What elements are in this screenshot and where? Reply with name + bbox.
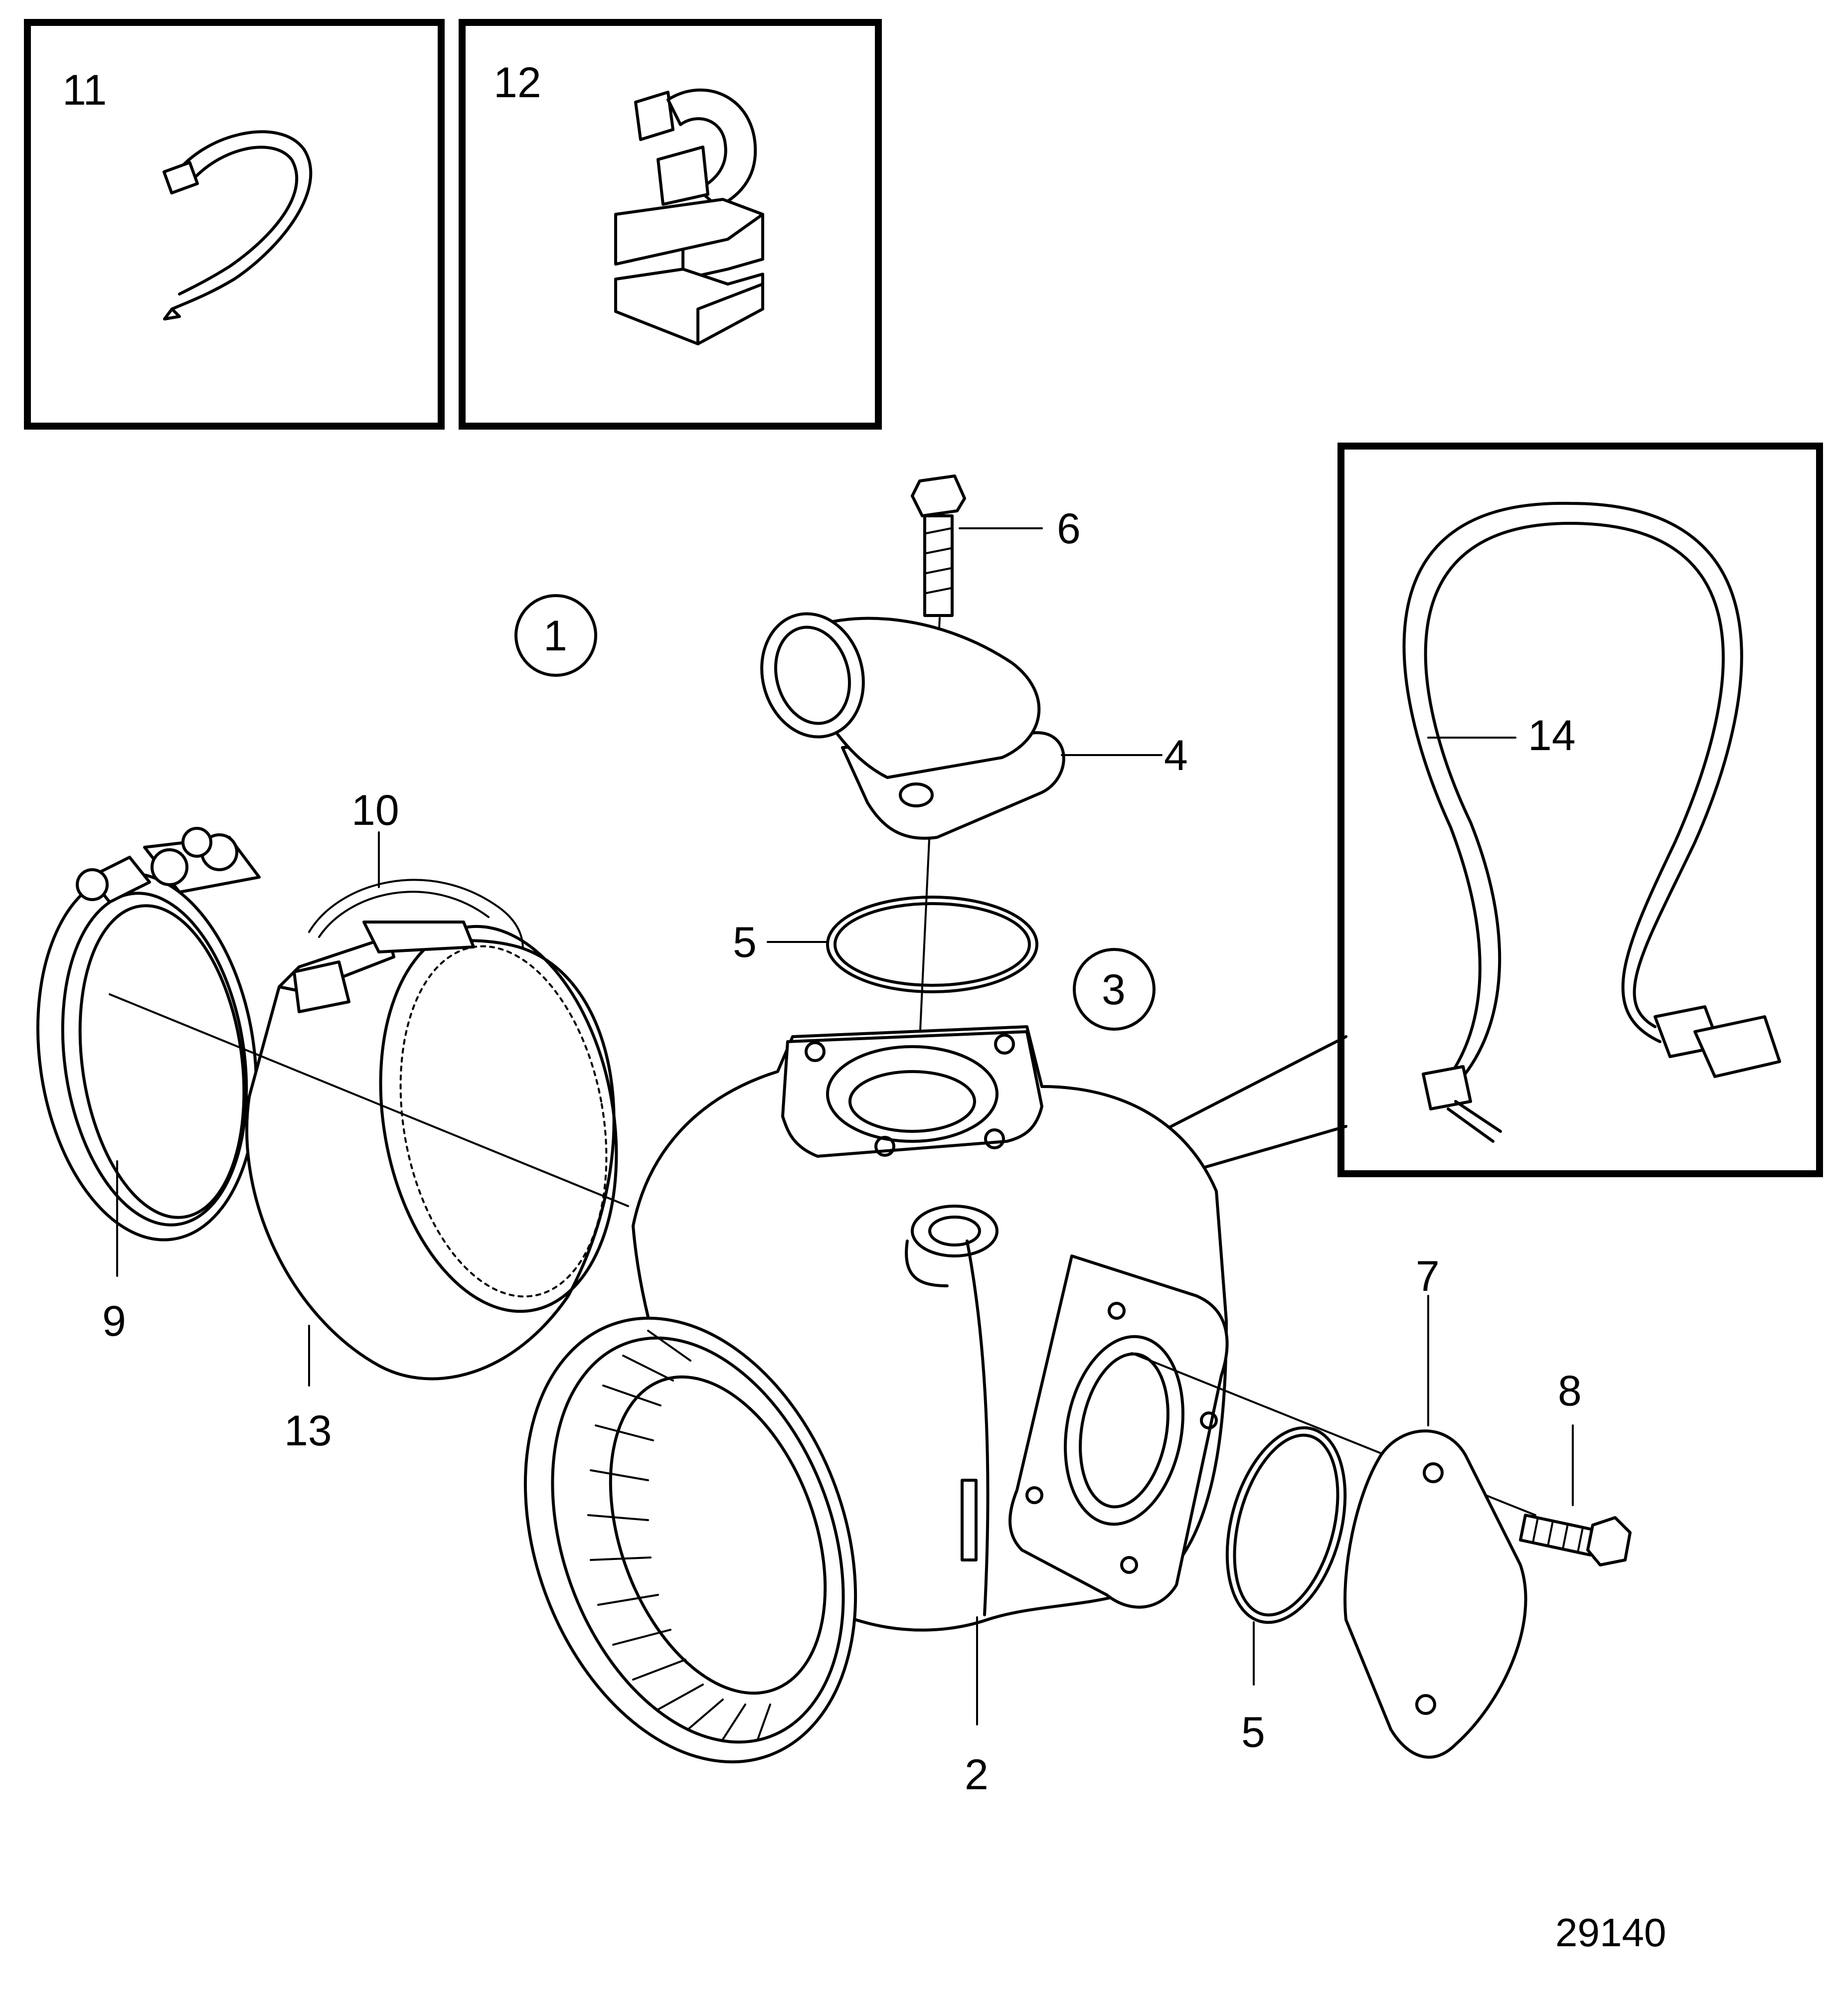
callout-10: 10	[351, 786, 399, 834]
callout-5-top: 5	[733, 919, 757, 966]
callout-6: 6	[1057, 505, 1081, 553]
inset-cable-clip: 12	[459, 19, 882, 430]
drawing-number: 29140	[1555, 1910, 1666, 1955]
sensor-cable-icon	[1402, 501, 1781, 1143]
callout-14: 14	[1528, 712, 1576, 760]
callout-5-side: 5	[1241, 1708, 1265, 1756]
turbine-housing-2: 2	[523, 1025, 1229, 1799]
callout-8: 8	[1558, 1367, 1582, 1415]
heat-shield-band-13: 13	[245, 921, 618, 1455]
assembly-axis-horizontal	[109, 993, 629, 1207]
o-ring-5-side: 5	[1225, 1426, 1347, 1756]
callout-2: 2	[965, 1751, 989, 1799]
o-ring-5-top: 5	[733, 896, 1038, 993]
bolt-6: 6	[911, 474, 1081, 617]
circled-callout-3: 3	[1073, 948, 1156, 1031]
callout-13: 13	[284, 1407, 332, 1455]
cable-tie-icon	[162, 130, 313, 320]
circled-callout-1: 1	[514, 594, 597, 677]
callout-7: 7	[1416, 1252, 1440, 1300]
callout-9: 9	[102, 1297, 126, 1345]
svg-text:3: 3	[1102, 966, 1126, 1014]
bolt-8: 8	[1519, 1367, 1632, 1566]
inset-cable-tie: 11	[24, 19, 445, 430]
inset-frame-11	[24, 19, 445, 430]
callout-4: 4	[1164, 732, 1188, 779]
cover-plate-7: 7	[1343, 1252, 1527, 1759]
turbine-vanes	[587, 1330, 771, 1740]
callout-12: 12	[494, 59, 541, 107]
svg-text:1: 1	[543, 612, 567, 660]
inset-frame-12	[459, 19, 882, 430]
inset-temperature-sensor: 14	[1337, 443, 1823, 1177]
callout-11: 11	[62, 66, 107, 114]
inset-frame-14	[1337, 443, 1823, 1177]
v-clamp-9: 9	[36, 827, 261, 1345]
cable-clip-icon	[614, 88, 764, 345]
elbow-outlet-4: 4	[760, 612, 1188, 840]
